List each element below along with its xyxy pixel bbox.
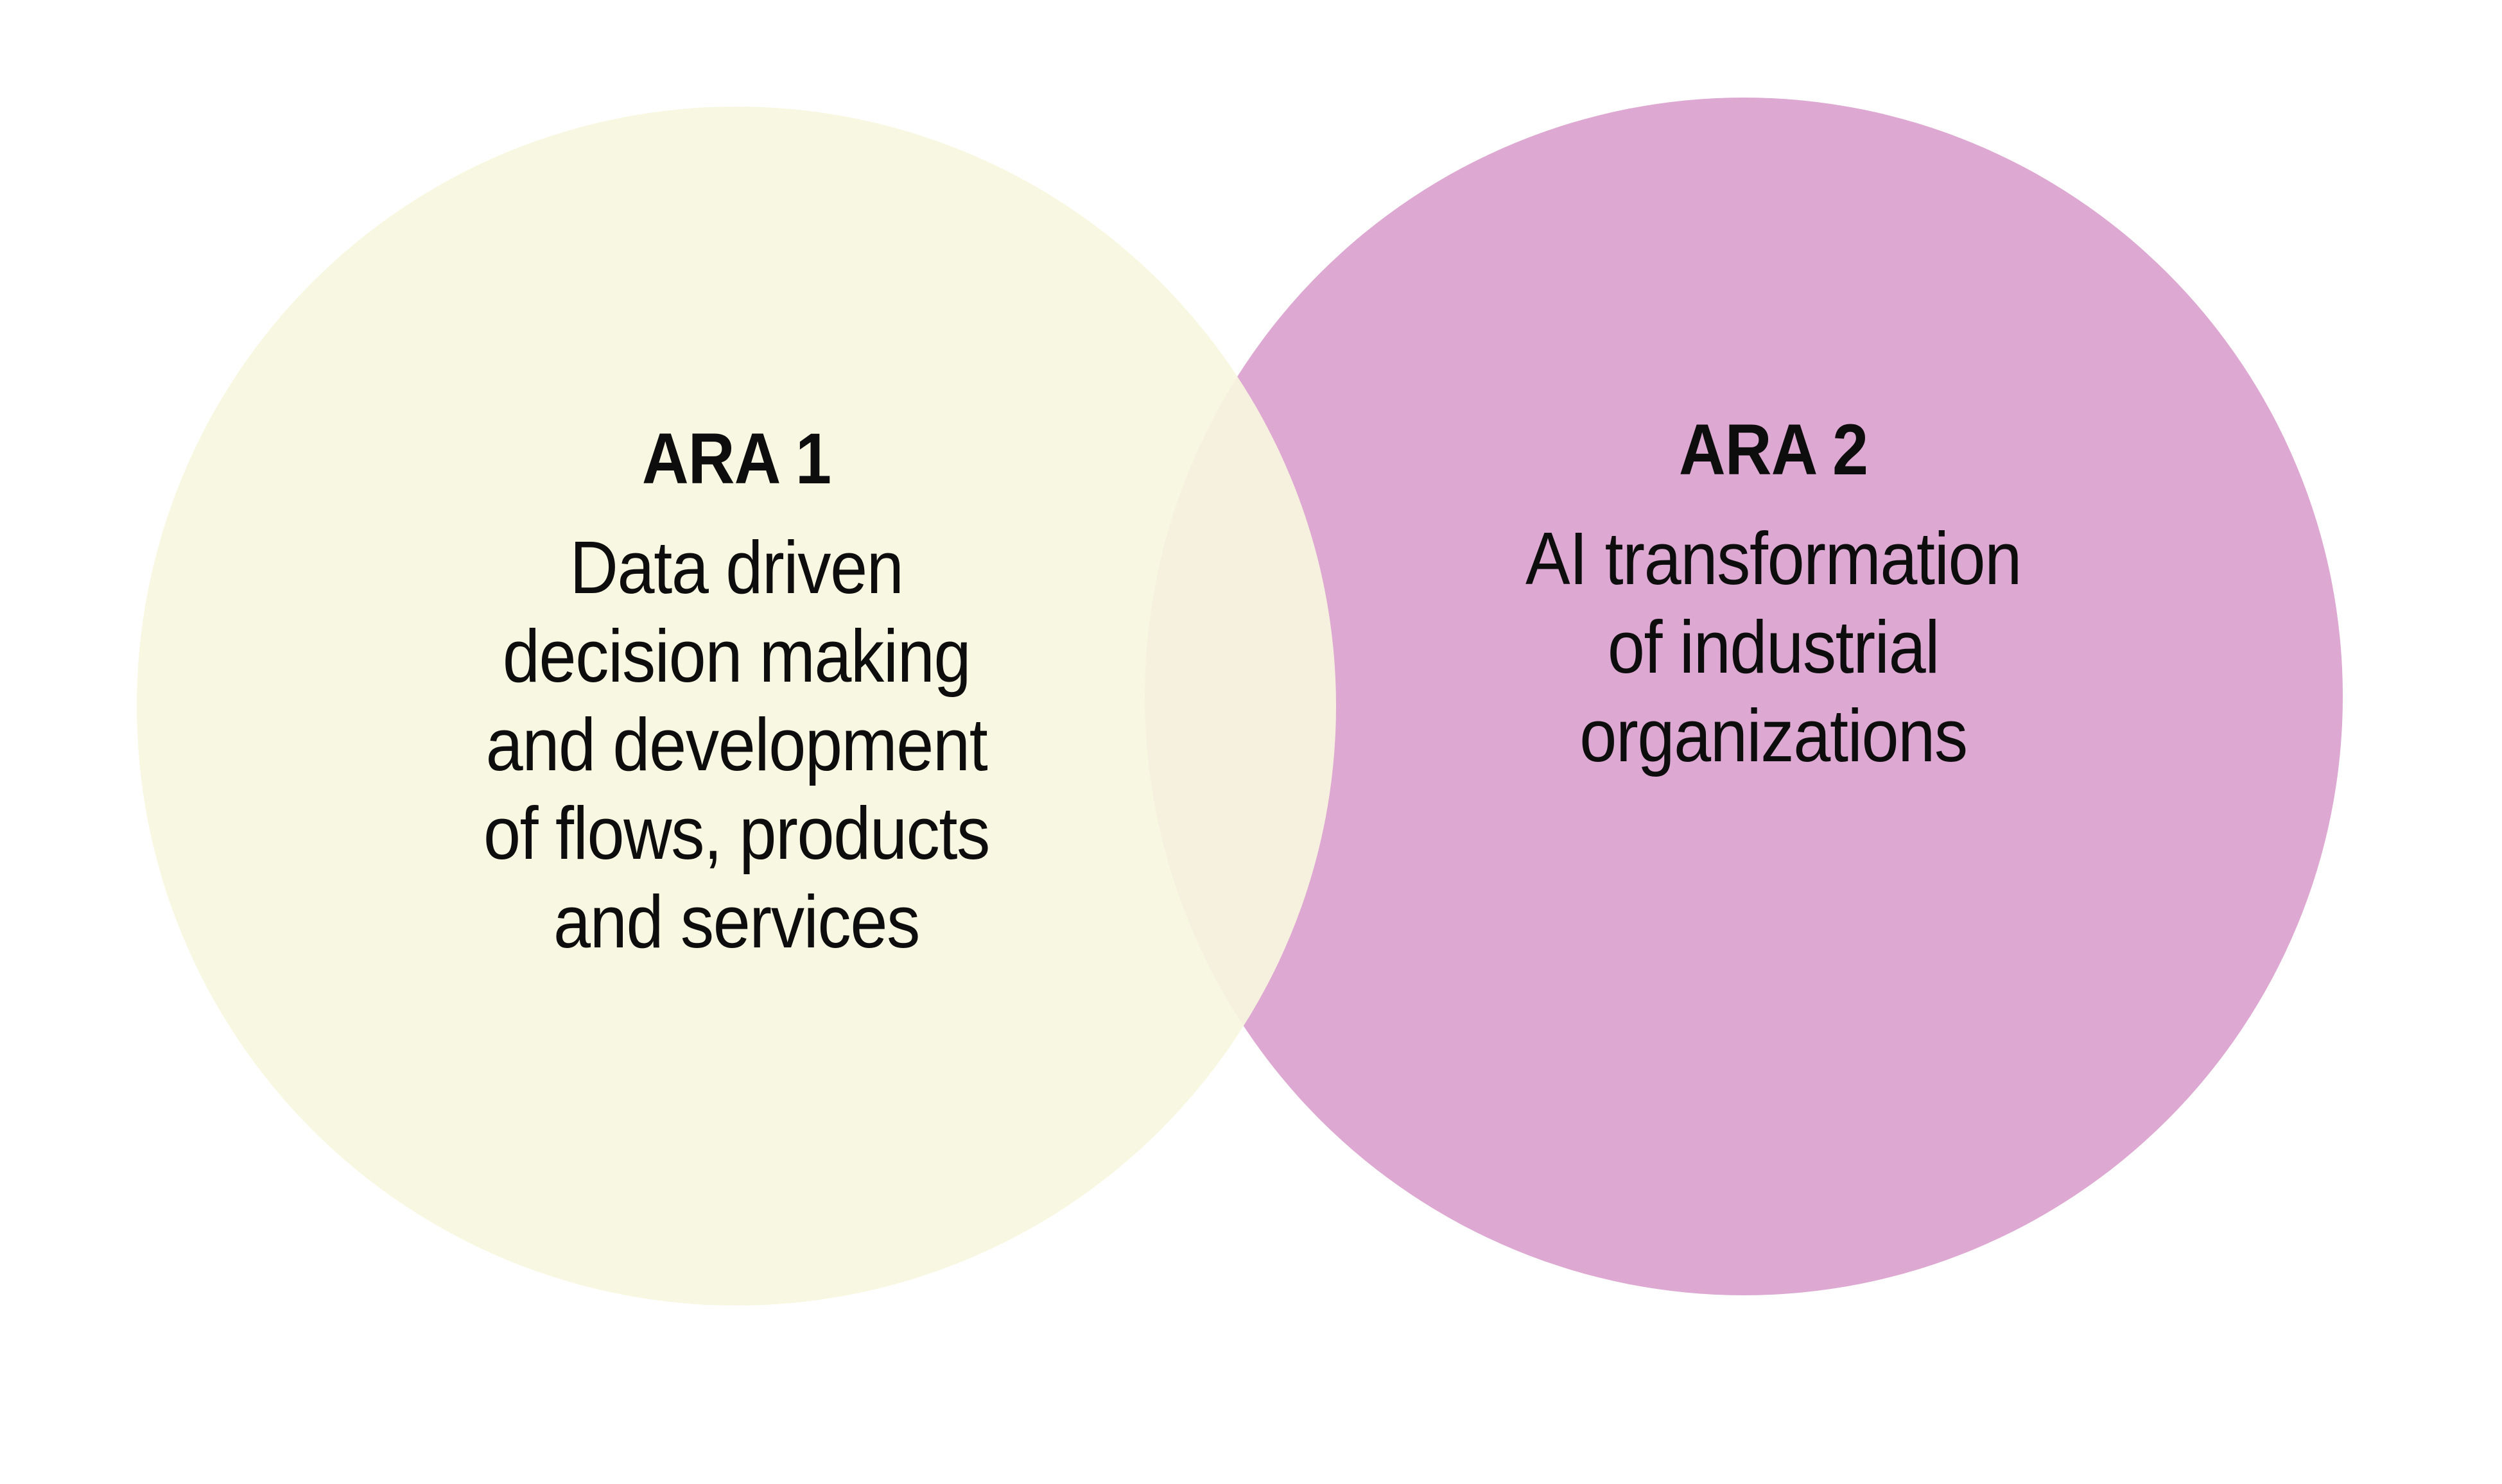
venn-circle-ara-2	[1145, 98, 2343, 1295]
venn-body-line: Data driven	[569, 526, 903, 609]
venn-body-ara-2: AI transformation of industrial organiza…	[1260, 514, 2287, 780]
venn-body-line: of flows, products	[483, 791, 990, 875]
venn-label-ara-2: ARA 2 AI transformation of industrial or…	[1260, 414, 2287, 780]
venn-body-ara-1: Data driven decision making and developm…	[223, 523, 1250, 966]
venn-body-line: organizations	[1579, 694, 1968, 777]
venn-body-line: and services	[553, 880, 920, 963]
venn-body-line: of industrial	[1607, 605, 1940, 689]
venn-title-ara-1: ARA 1	[641, 418, 831, 499]
venn-title-ara-2: ARA 2	[1678, 410, 1868, 490]
venn-label-ara-1: ARA 1 Data driven decision making and de…	[223, 423, 1250, 966]
venn-body-line: AI transformation	[1525, 517, 2022, 600]
venn-circle-ara-1	[137, 107, 1336, 1306]
venn-body-line: decision making	[502, 614, 971, 698]
venn-body-line: and development	[485, 703, 988, 786]
